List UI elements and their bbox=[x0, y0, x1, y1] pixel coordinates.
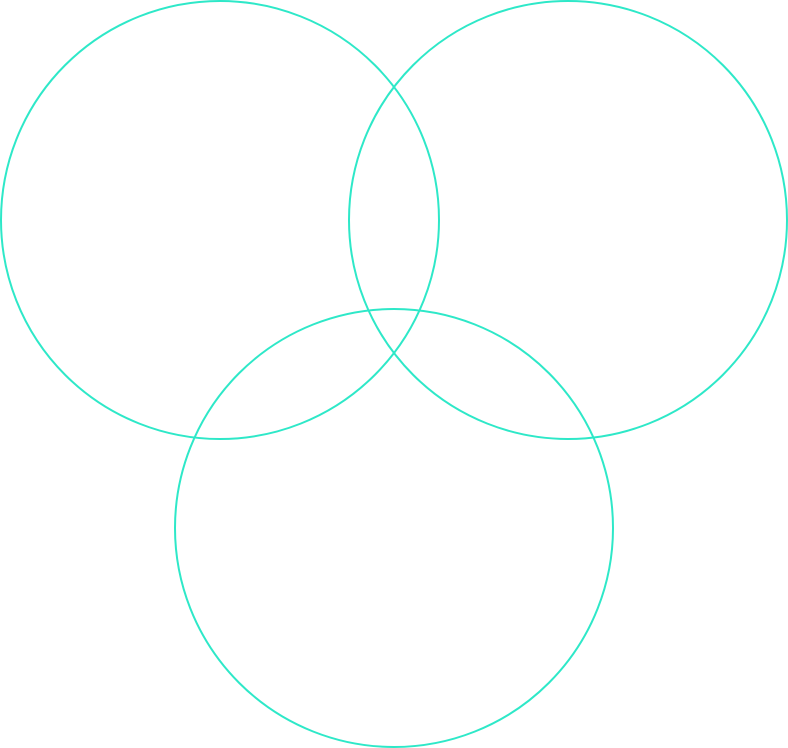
circle-bottom-center bbox=[174, 308, 614, 748]
circle-top-right bbox=[348, 0, 788, 440]
circle-top-left bbox=[0, 0, 440, 440]
